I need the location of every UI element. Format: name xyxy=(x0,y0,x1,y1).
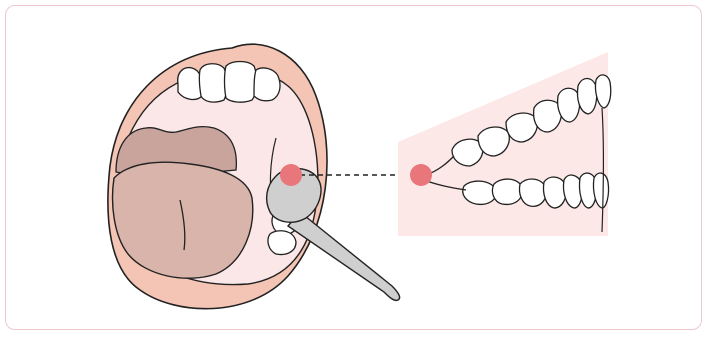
dental-arch-closeup xyxy=(398,52,611,236)
sample-site-marker xyxy=(280,164,302,186)
swab-handle xyxy=(288,212,400,300)
closeup-sample-site-marker xyxy=(410,164,432,186)
